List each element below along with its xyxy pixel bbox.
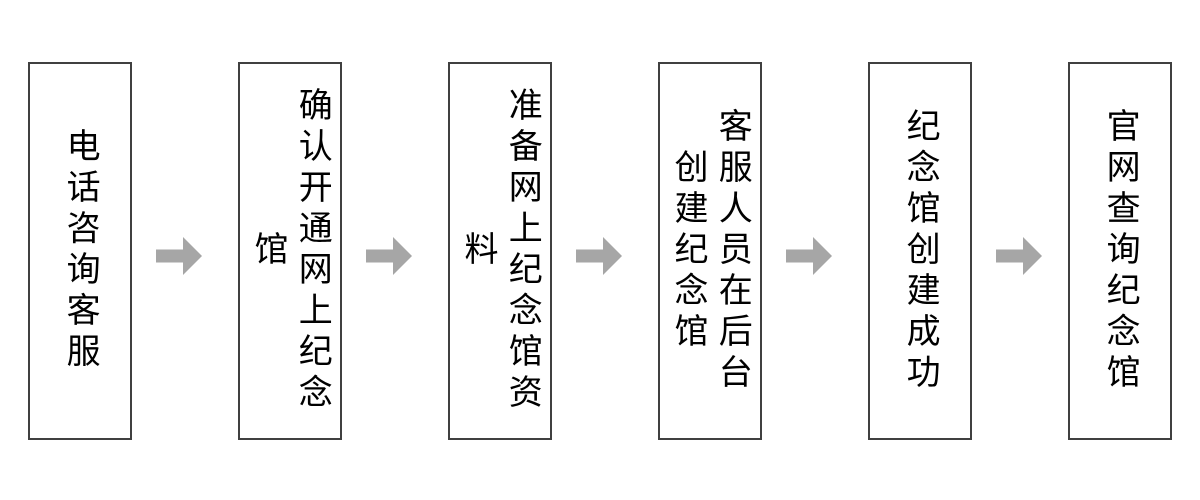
flow-node-label-step-1: 电话咨询客服 xyxy=(60,128,101,374)
flow-node-step-5[interactable]: 纪念馆创建成功 xyxy=(868,62,972,440)
right-arrow-icon-3 xyxy=(576,237,622,275)
flow-node-label-step-5: 纪念馆创建成功 xyxy=(900,107,941,395)
flow-node-label-step-2: 确认开通网上纪念馆 xyxy=(248,87,333,415)
right-arrow-icon-1 xyxy=(156,237,202,275)
flow-node-step-1[interactable]: 电话咨询客服 xyxy=(28,62,132,440)
right-arrow-icon-5 xyxy=(996,237,1042,275)
flow-node-step-4[interactable]: 客服人员在后台创建纪念馆 xyxy=(658,62,762,440)
flow-node-step-6[interactable]: 官网查询纪念馆 xyxy=(1068,62,1172,440)
flow-node-step-3[interactable]: 准备网上纪念馆资料 xyxy=(448,62,552,440)
flow-node-label-step-6: 官网查询纪念馆 xyxy=(1100,107,1141,395)
flow-node-label-step-3: 准备网上纪念馆资料 xyxy=(458,87,543,415)
flow-node-label-step-4: 客服人员在后台创建纪念馆 xyxy=(668,107,753,395)
right-arrow-icon-4 xyxy=(786,237,832,275)
right-arrow-icon-2 xyxy=(366,237,412,275)
flow-node-step-2[interactable]: 确认开通网上纪念馆 xyxy=(238,62,342,440)
